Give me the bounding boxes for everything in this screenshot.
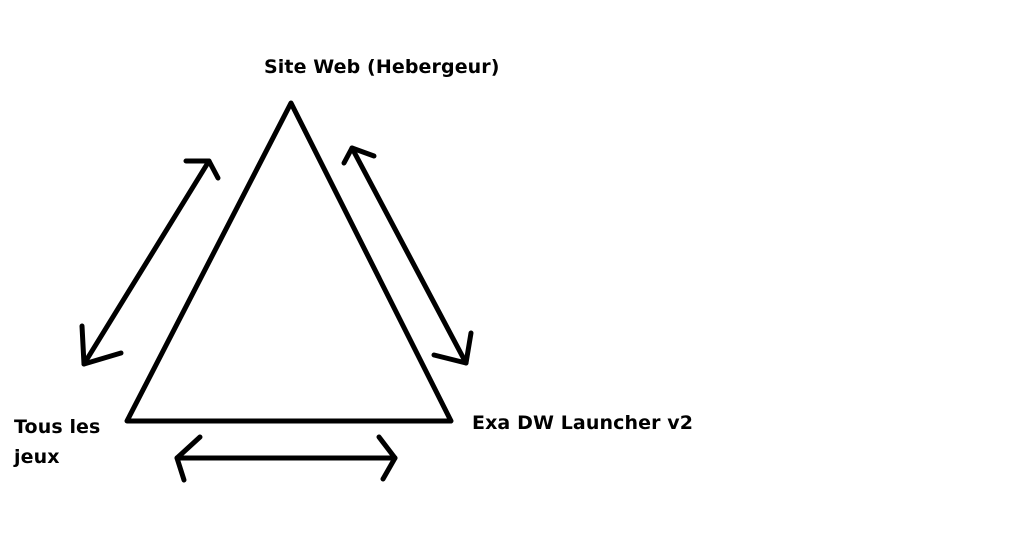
arrow-bottom-head-left (174, 434, 203, 483)
arrow-left-top (79, 158, 221, 367)
arrow-top-right-head-top (341, 145, 377, 166)
arrow-left-top-head-top (183, 158, 221, 181)
triangle-shape (124, 100, 454, 424)
arrow-bottom (174, 434, 398, 483)
arrow-bottom-head-right (376, 434, 398, 482)
arrow-left-top-head-bottom (79, 323, 124, 367)
arrow-top-right (341, 145, 474, 366)
node-label-top: Site Web (Hebergeur) (264, 56, 500, 78)
arrow-top-right-head-bottom (431, 330, 474, 366)
node-label-left-line1: Tous les (14, 416, 101, 438)
arrow-top-right-shaft (349, 145, 469, 366)
node-label-left: Tous les jeux (14, 412, 100, 472)
node-label-left-line2: jeux (14, 446, 60, 468)
arrow-left-top-shaft (81, 158, 212, 367)
node-label-right: Exa DW Launcher v2 (472, 412, 694, 434)
